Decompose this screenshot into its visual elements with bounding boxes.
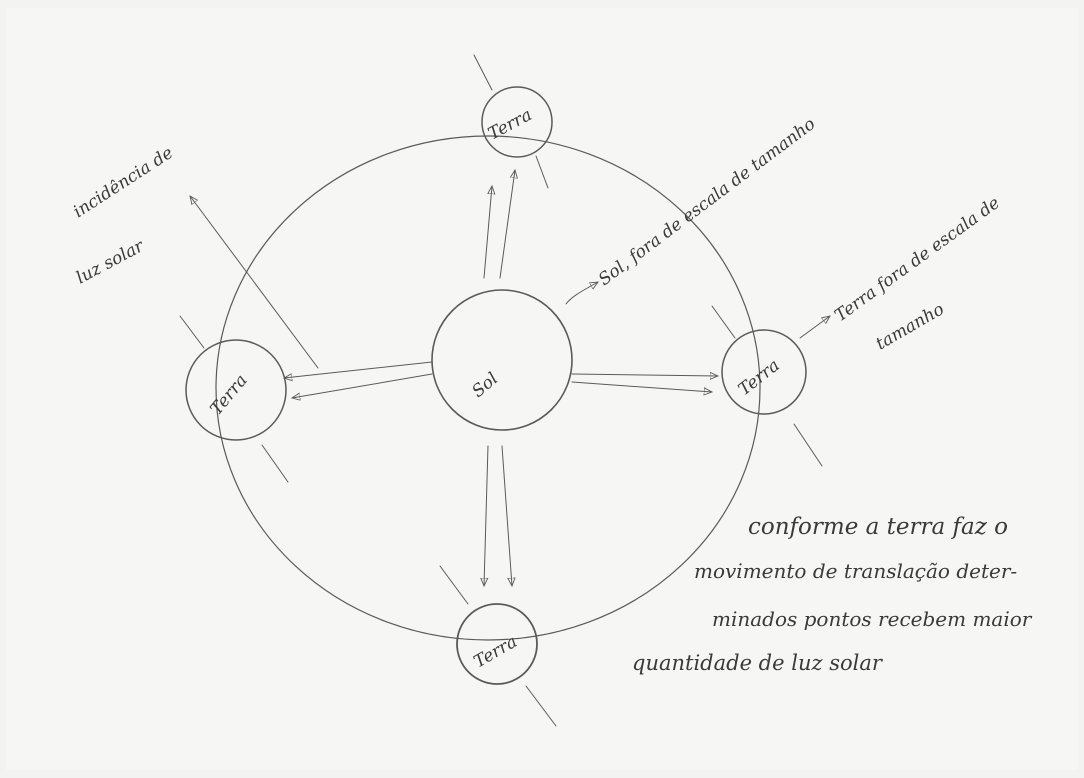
note-line2: movimento de translação deter- [694, 559, 1017, 583]
ray-left-1 [284, 362, 432, 378]
earth-top: Terra [474, 55, 552, 188]
incidence-label-line1: incidência de [70, 143, 177, 222]
ray-down-2 [502, 446, 512, 586]
earth-scale-label-line2: tamanho [873, 299, 948, 354]
ray-down-1 [484, 446, 488, 586]
note-line3: minados pontos recebem maior [712, 607, 1033, 631]
earth-bottom-label: Terra [471, 632, 521, 673]
sun-circle [432, 290, 572, 430]
earth-pointer [800, 316, 830, 338]
note-line1: conforme a terra faz o [748, 514, 1008, 540]
earth-scale-label-line1: Terra fora de escala de [831, 193, 1004, 326]
ray-right-2 [572, 382, 712, 392]
ray-up-1 [484, 186, 492, 278]
earth-right-label: Terra [735, 356, 784, 400]
earth-left: Terra [180, 316, 288, 482]
earth-bottom: Terra [440, 566, 556, 726]
ray-right-1 [572, 374, 718, 376]
incidence-arrow [190, 196, 318, 368]
earth-left-label: Terra [207, 371, 252, 419]
ray-left-2 [292, 374, 432, 398]
sun-label: Sol [468, 369, 502, 402]
incidence-label-line2: luz solar [73, 236, 148, 289]
sun-scale-label: Sol, fora de escala de tamanho [595, 114, 819, 290]
earth-right: Terra [712, 306, 822, 466]
sun-pointer [566, 282, 598, 304]
ray-up-2 [500, 170, 515, 278]
note-line4: quantidade de luz solar [632, 651, 884, 675]
